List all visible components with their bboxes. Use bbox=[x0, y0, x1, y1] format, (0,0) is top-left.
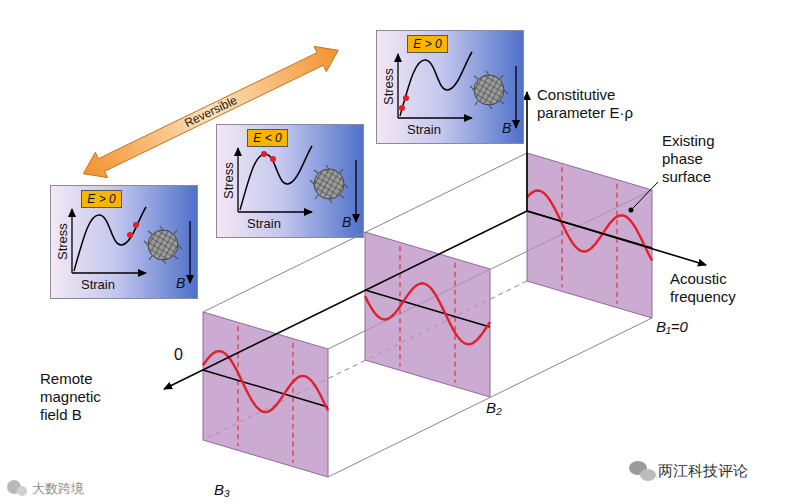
stress-strain-panel: StressStrain B E > 0 bbox=[50, 185, 198, 299]
dashed-marker bbox=[292, 343, 293, 463]
axis-label: Stress bbox=[55, 223, 70, 260]
dashed-marker bbox=[454, 263, 455, 383]
watermark: 大数跨境 bbox=[32, 480, 84, 498]
axis-label: Remote magnetic field B bbox=[40, 370, 120, 424]
dashed-marker bbox=[616, 184, 617, 304]
stress-strain-panel: StressStrain B E < 0 bbox=[216, 124, 364, 238]
axis-label: Constitutive parameter E·ρ bbox=[537, 86, 649, 122]
field-symbol: B bbox=[502, 120, 511, 136]
origin-label: 0 bbox=[172, 346, 185, 364]
dashed-marker bbox=[561, 167, 562, 287]
axis-label: Stress bbox=[381, 68, 396, 105]
wave-curve bbox=[365, 283, 490, 344]
modulus-tag: E > 0 bbox=[81, 190, 122, 208]
frequency-line bbox=[203, 370, 328, 407]
modulus-sign: E < 0 bbox=[253, 131, 281, 145]
phase-plane bbox=[365, 232, 490, 397]
axis-label: Acoustic frequency bbox=[668, 270, 767, 306]
modulus-tag: E > 0 bbox=[407, 35, 448, 53]
field-value: B₁=0 bbox=[656, 318, 688, 336]
axis-label: Strain bbox=[81, 277, 115, 292]
field-value: B₂ bbox=[486, 399, 502, 417]
phase-plane bbox=[203, 312, 328, 477]
axis-label: Strain bbox=[407, 122, 441, 137]
field-symbol: B bbox=[176, 275, 185, 291]
modulus-sign: E > 0 bbox=[87, 192, 115, 206]
axis-label: Strain bbox=[247, 216, 281, 231]
wave-curve bbox=[527, 191, 652, 261]
dashed-marker bbox=[237, 326, 238, 446]
field-symbol: B bbox=[342, 214, 351, 230]
stress-strain-panel: StressStrain B E > 0 bbox=[376, 30, 524, 144]
phase-plane bbox=[527, 153, 652, 318]
modulus-sign: E > 0 bbox=[413, 37, 441, 51]
frequency-line bbox=[365, 290, 490, 327]
callout-label: Existing phase surface bbox=[662, 132, 734, 186]
reversible-arrow bbox=[83, 46, 338, 177]
axis-label: Stress bbox=[221, 162, 236, 199]
field-value: B₃ bbox=[214, 481, 230, 499]
watermark: 两江科技评论 bbox=[658, 462, 748, 480]
modulus-tag: E < 0 bbox=[247, 129, 288, 147]
